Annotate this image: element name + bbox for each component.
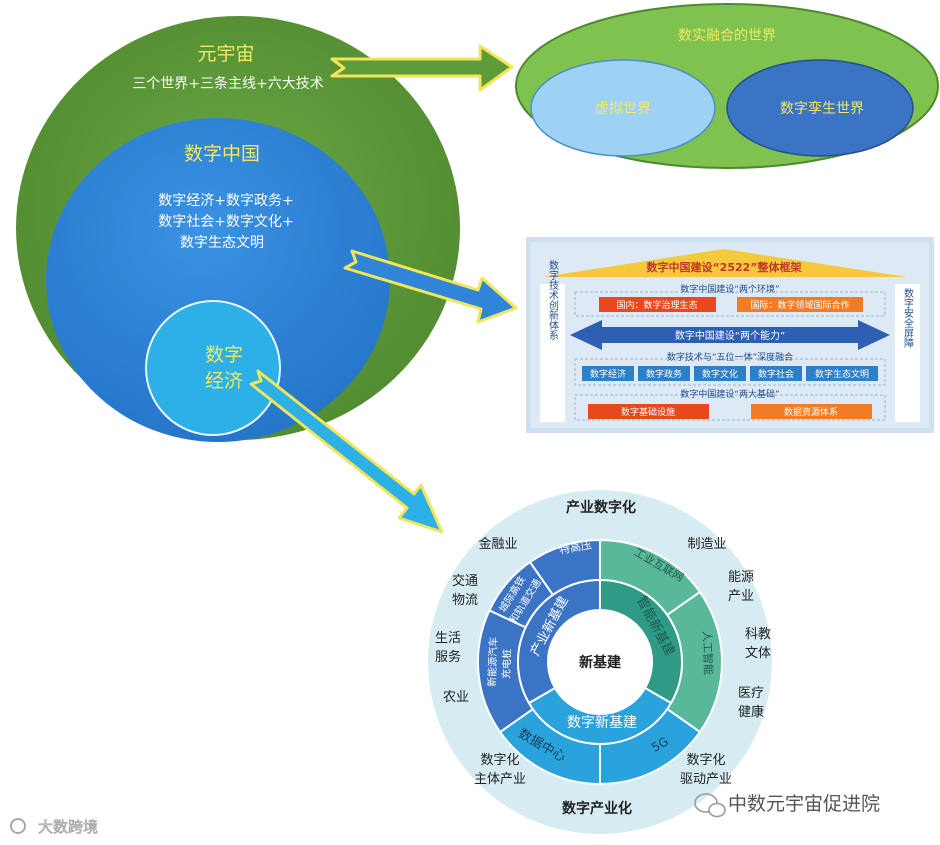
- digital-economy-circle: [145, 300, 281, 436]
- outer-traffic-2: 物流: [452, 593, 478, 608]
- outer-drive-2: 驱动产业: [680, 772, 732, 787]
- framework-roof: [543, 249, 907, 277]
- outer-traffic-1: 交通: [452, 573, 478, 589]
- left-pillar: [540, 284, 565, 422]
- right-pillar-text: 数字安全屏障: [902, 287, 914, 349]
- outer-med-2: 健康: [738, 704, 764, 720]
- industry-digitization-label: 产业数字化: [566, 499, 636, 516]
- five-item-box: [750, 366, 802, 381]
- watermark-left-text: 大数跨境: [38, 818, 98, 836]
- outer-life-2: 服务: [435, 649, 461, 665]
- five-item-label: 数字文化: [702, 368, 738, 380]
- digital-economy-line-2: 经济: [205, 370, 243, 392]
- watermark-left: 大数跨境: [10, 818, 98, 836]
- watermark-left-icon: [10, 818, 26, 834]
- virtual-world-ellipse: [530, 59, 716, 157]
- new-infra-wheel: [428, 490, 772, 834]
- five-item-label: 数字社会: [758, 368, 794, 380]
- digital-twin-world-ellipse: [726, 59, 914, 157]
- arrow-to-new-infra: [249, 369, 444, 534]
- five-title: 数字技术与“五位一体”深度融合: [667, 351, 793, 363]
- outer-drive-1: 数字化: [686, 753, 725, 768]
- infra-box: [588, 404, 709, 419]
- two-ability-arrow: [570, 320, 890, 350]
- framework-panel: 数字中国建设“2522”整体框架 数字技术创新体系 数字安全屏障 数字中国建设“…: [526, 237, 934, 433]
- outer-energy-2: 产业: [728, 589, 754, 604]
- digital-industrialization-label: 数字产业化: [562, 800, 632, 817]
- seg-ev-label-1: 新能源汽车: [485, 637, 500, 687]
- new-infra-center-label: 新基建: [579, 654, 621, 671]
- outer-med-1: 医疗: [738, 686, 764, 701]
- outer-agri: 农业: [443, 690, 469, 705]
- international-label: 国际：数字领域国际合作: [750, 299, 849, 311]
- five-item-box: [806, 366, 878, 381]
- watermark-right: 中数元宇宙促进院: [694, 793, 880, 818]
- ring-digital-label: 数字新基建: [567, 714, 637, 731]
- outer-main-2: 主体产业: [474, 772, 526, 787]
- five-item-box: [638, 366, 690, 381]
- seg-uhv-label: 特高压: [558, 537, 593, 557]
- outer-edu-2: 文体: [745, 646, 771, 661]
- digital-china-title: 数字中国: [184, 143, 260, 165]
- left-pillar-text: 数字技术创新体系: [547, 259, 559, 340]
- fusion-world-title: 数实融合的世界: [678, 28, 776, 44]
- international-box: [737, 297, 863, 312]
- five-item-label: 数字经济: [590, 368, 626, 380]
- arrow-to-fusion-world: [330, 44, 514, 92]
- five-items: 数字经济 数字政务 数字文化 数字社会 数字生态文明: [582, 366, 878, 381]
- domestic-box: [599, 297, 716, 312]
- outer-manu: 制造业: [687, 537, 726, 552]
- data-system-box: [751, 404, 872, 419]
- right-pillar: [895, 284, 920, 422]
- outer-energy-1: 能源: [728, 570, 754, 585]
- metaverse-title: 元宇宙: [197, 43, 254, 65]
- watermark-right-text: 中数元宇宙促进院: [728, 793, 880, 815]
- outer-finance: 金融业: [478, 536, 517, 552]
- digital-china-circle: [46, 118, 390, 442]
- outer-edu-1: 科教: [745, 626, 771, 642]
- framework-roof-title: 数字中国建设“2522”整体框架: [646, 260, 801, 274]
- wechat-icon-small: [708, 802, 726, 818]
- seg-ai-label: 人工智能: [700, 631, 716, 675]
- digital-china-line-3: 数字生态文明: [180, 235, 264, 251]
- five-item-box: [582, 366, 634, 381]
- five-item-box: [694, 366, 746, 381]
- outer-life-1: 生活: [435, 631, 461, 646]
- seg-ev-label-2: 充电桩: [499, 649, 513, 679]
- digital-economy-line-1: 数字: [205, 344, 243, 366]
- data-system-label: 数据资源体系: [784, 406, 838, 418]
- metaverse-subtitle: 三个世界+三条主线+六大技术: [132, 75, 323, 92]
- digital-china-line-1: 数字经济+数字政务+: [158, 193, 293, 209]
- five-item-label: 数字政务: [646, 368, 682, 380]
- digital-twin-world-label: 数字孪生世界: [780, 100, 864, 117]
- two-ability-label: 数字中国建设“两个能力”: [675, 329, 785, 342]
- virtual-world-label: 虚拟世界: [595, 101, 651, 117]
- outer-main-1: 数字化: [480, 753, 519, 768]
- infra-label: 数字基础设施: [621, 406, 675, 418]
- arrow-to-framework: [343, 249, 518, 324]
- digital-china-line-2: 数字社会+数字文化+: [158, 214, 293, 230]
- two-env-title: 数字中国建设“两个环境”: [680, 283, 779, 295]
- five-item-label: 数字生态文明: [815, 368, 869, 380]
- domestic-label: 国内：数字治理生态: [616, 299, 697, 311]
- two-base-title: 数字中国建设“两大基础”: [680, 388, 779, 400]
- wheel-center: [548, 610, 652, 714]
